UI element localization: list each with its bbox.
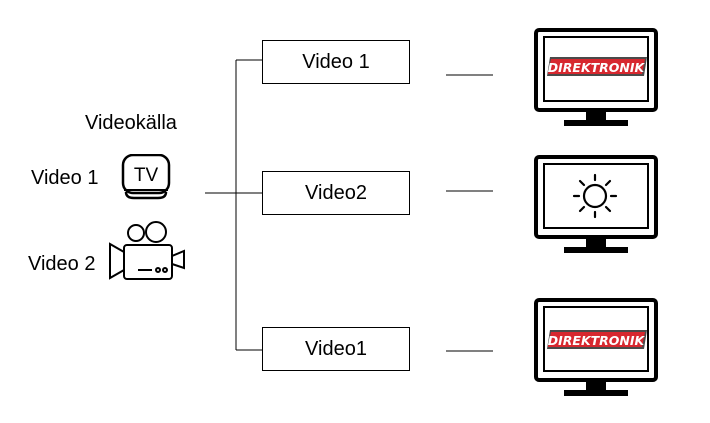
- brand-text-3: DIREKTRONIK: [548, 333, 646, 348]
- source-label-video-1: Video 1: [31, 167, 99, 189]
- monitor-3: DIREKTRONIK: [534, 298, 658, 403]
- tv-icon: TV: [120, 153, 172, 205]
- source-title: Videokälla: [85, 112, 177, 134]
- output-label-1: Video 1: [302, 50, 370, 73]
- monitor-2: [534, 155, 658, 260]
- monitor-1: DIREKTRONIK: [534, 28, 658, 133]
- output-label-3: Video1: [305, 337, 367, 360]
- direktronik-logo: DIREKTRONIK: [547, 57, 647, 76]
- output-box-1: Video 1: [262, 40, 410, 84]
- output-box-3: Video1: [262, 327, 410, 371]
- brand-text-1: DIREKTRONIK: [548, 60, 646, 75]
- sun-icon: [572, 173, 618, 219]
- direktronik-logo: DIREKTRONIK: [547, 330, 647, 349]
- output-label-2: Video2: [305, 181, 367, 204]
- source-label-video-2: Video 2: [28, 253, 96, 275]
- output-box-2: Video2: [262, 171, 410, 215]
- tv-icon-text: TV: [134, 165, 159, 186]
- video-camera-icon: [106, 220, 188, 287]
